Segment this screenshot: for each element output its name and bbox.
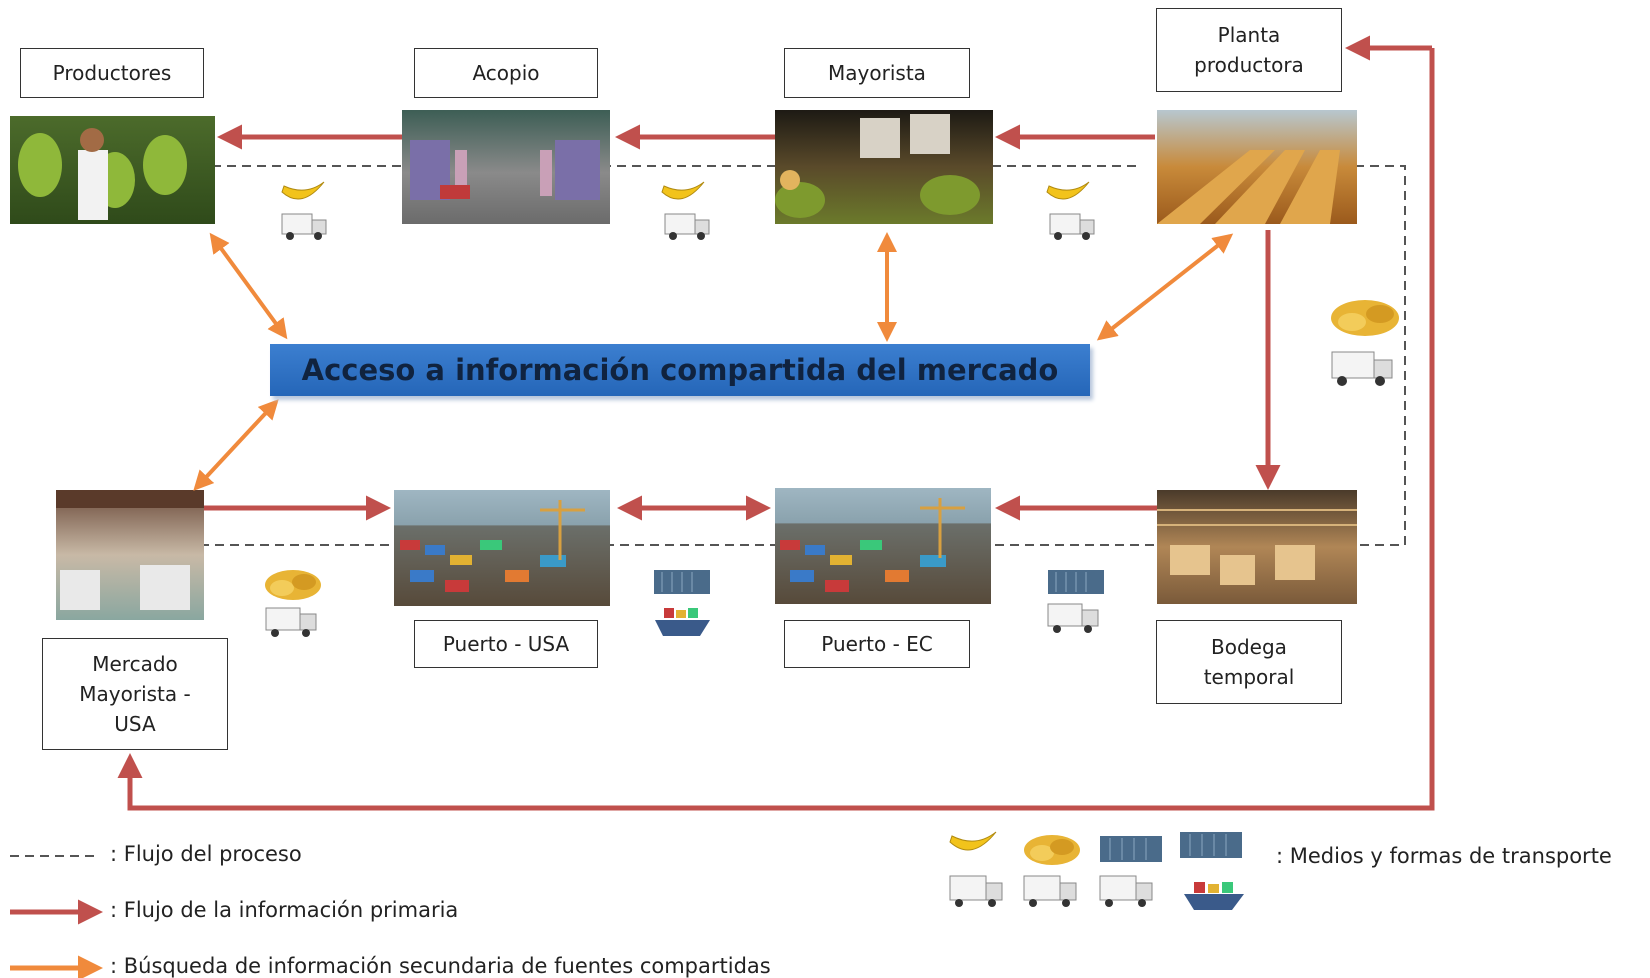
node-puerto-ec: Puerto - EC: [784, 620, 970, 668]
secondary-info-arrows: [193, 232, 1234, 491]
truck-icon: [1049, 213, 1095, 240]
photo-puerto-ec: [775, 488, 991, 604]
legend-graphics: [10, 855, 103, 978]
photo-mayorista: [775, 110, 993, 224]
legend-primary-info: : Flujo de la información primaria: [110, 898, 459, 922]
legend-transport-icons: [949, 831, 1244, 910]
transport-icons-top-2: [661, 181, 710, 240]
photo-planta: [1157, 110, 1357, 224]
node-puerto-usa: Puerto - USA: [414, 620, 598, 668]
cargo-ship-icon: [655, 608, 710, 636]
legend-secondary-info: : Búsqueda de información secundaria de …: [110, 954, 771, 978]
plantain-chips-icon: [265, 570, 321, 600]
truck-icon: [281, 213, 327, 240]
legend-transport: : Medios y formas de transporte: [1276, 844, 1612, 868]
transport-icons-bottom-1: [265, 570, 321, 637]
banana-icon: [281, 181, 325, 200]
photo-mercado-usa: [56, 490, 204, 620]
plantain-chips-icon: [1024, 835, 1080, 865]
photo-puerto-usa: [394, 490, 610, 606]
photo-acopio: [402, 110, 610, 224]
truck-icon: [1047, 603, 1099, 633]
container-icon: [1100, 836, 1162, 862]
legend-process-flow: : Flujo del proceso: [110, 842, 302, 866]
transport-icons-top-3: [1046, 181, 1095, 240]
banner-title: Acceso a información compartida del merc…: [301, 353, 1059, 387]
photo-productores: [10, 116, 215, 224]
banana-icon: [1046, 181, 1090, 200]
node-acopio: Acopio: [414, 48, 598, 98]
truck-icon: [664, 213, 710, 240]
banana-icon: [949, 831, 997, 851]
truck-icon: [1023, 875, 1077, 907]
node-mayorista: Mayorista: [784, 48, 970, 98]
photo-bodega: [1157, 490, 1357, 604]
container-icon: [1048, 570, 1104, 594]
container-icon: [1180, 832, 1242, 858]
truck-icon: [1331, 351, 1393, 386]
transport-icons-bottom-3: [1047, 570, 1104, 633]
primary-info-arrows: [117, 35, 1435, 811]
cargo-ship-icon: [1184, 882, 1244, 910]
shared-market-info-banner: Acceso a información compartida del merc…: [270, 344, 1090, 396]
plantain-chips-icon: [1331, 300, 1399, 336]
banana-icon: [661, 181, 705, 200]
node-mercado-mayorista-usa: Mercado Mayorista - USA: [42, 638, 228, 750]
node-productores: Productores: [20, 48, 204, 98]
transport-icons-top-1: [281, 181, 327, 240]
transport-icons-right: [1331, 300, 1399, 386]
node-bodega-temporal: Bodega temporal: [1156, 620, 1342, 704]
node-planta-productora: Planta productora: [1156, 8, 1342, 92]
transport-icons-bottom-2: [654, 570, 710, 636]
truck-icon: [1099, 875, 1153, 907]
container-icon: [654, 570, 710, 594]
truck-icon: [949, 875, 1003, 907]
truck-icon: [265, 607, 317, 637]
